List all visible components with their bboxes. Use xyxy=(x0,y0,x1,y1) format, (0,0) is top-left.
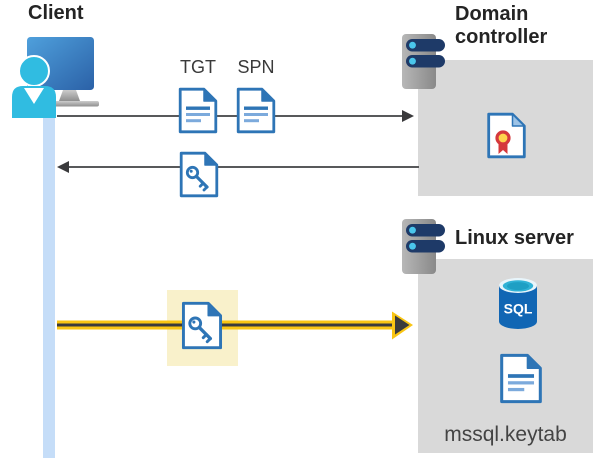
spn-ticket-icon xyxy=(236,87,276,134)
keytab-filename-label: mssql.keytab xyxy=(444,423,567,446)
keytab-file-icon xyxy=(499,353,543,404)
tgt-ticket-icon xyxy=(178,87,218,134)
sql-icon-text: SQL xyxy=(504,301,533,317)
client-workstation-icon xyxy=(12,37,99,118)
certificate-icon xyxy=(487,112,526,159)
tgt-label: TGT xyxy=(180,57,216,77)
domain-controller-label: Domain controller xyxy=(455,3,548,48)
domain-controller-server-icon xyxy=(401,33,447,91)
linux-server-icon xyxy=(401,218,447,276)
sql-database-icon: SQL xyxy=(499,278,537,329)
client-label: Client xyxy=(28,2,84,24)
client-lifeline-bar xyxy=(43,101,55,458)
key-file-icon-highlighted xyxy=(181,301,223,350)
spn-label: SPN xyxy=(237,57,275,77)
arrow-client-to-linux-yellow xyxy=(57,311,413,340)
arrow-dc-to-client xyxy=(57,161,419,173)
linux-server-label: Linux server xyxy=(455,227,574,249)
key-file-icon-return xyxy=(179,151,219,198)
arrow-client-to-dc xyxy=(57,110,414,122)
